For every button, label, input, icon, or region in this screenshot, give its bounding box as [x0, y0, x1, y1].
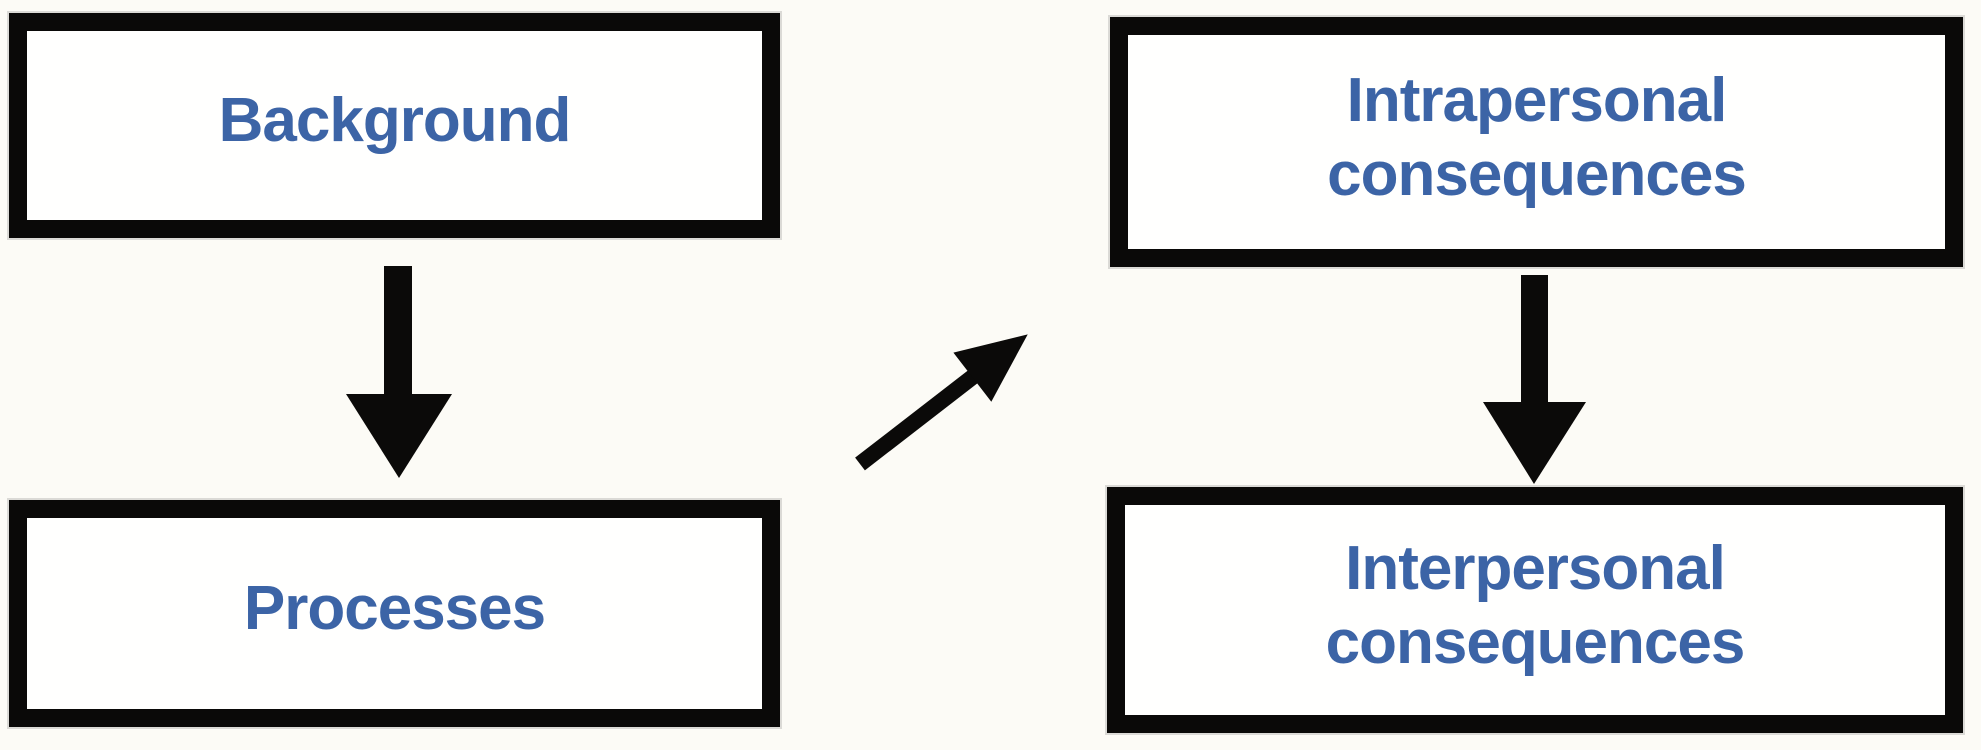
diagonal-arrow-processes-to-intrapersonal-icon	[855, 334, 1028, 471]
down-arrow-intrapersonal-to-interpersonal-icon	[1483, 275, 1586, 484]
node-background-label: Background	[218, 86, 572, 156]
node-background: Background	[9, 13, 780, 238]
node-interpersonal-consequences: Interpersonal consequences	[1107, 487, 1963, 733]
node-intrapersonal-consequences: Intrapersonal consequences	[1110, 17, 1963, 267]
node-intrapersonal-consequences-label: Intrapersonal consequences	[1327, 65, 1747, 209]
down-arrow-background-to-processes-icon	[346, 266, 452, 478]
node-interpersonal-consequences-label: Interpersonal consequences	[1325, 533, 1746, 677]
node-processes: Processes	[9, 500, 780, 727]
node-processes-label: Processes	[243, 574, 546, 644]
